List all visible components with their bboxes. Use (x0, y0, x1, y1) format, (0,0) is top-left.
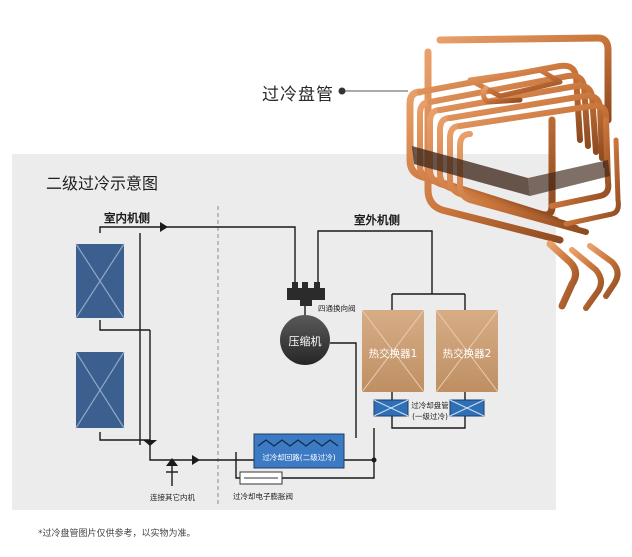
expansion-valve-label: 过冷却电子膨胀阀 (233, 492, 293, 501)
connect-indoor-symbol (166, 471, 178, 486)
subcooling-circuit-label: 过冷却回路(二级过冷) (262, 453, 336, 462)
subcooling-coil-1 (373, 399, 409, 417)
subcooling-coil-label-line2: (一级过冷) (412, 412, 448, 421)
indoor-unit-1 (75, 243, 125, 319)
coil-clamp-side (528, 160, 610, 196)
heat-exchanger-1-label: 热交换器1 (368, 348, 418, 360)
four-way-valve (287, 282, 325, 306)
footnote: *过冷盘管图片仅供参考，以实物为准。 (38, 529, 196, 539)
indoor-unit-2 (75, 351, 125, 429)
subcooling-circuit (253, 433, 345, 469)
callout-dot (338, 87, 346, 95)
heat-exchanger-1-cross (361, 309, 425, 393)
compressor-label: 压缩机 (288, 335, 322, 348)
compressor (280, 315, 330, 365)
heat-exchanger-2-cross (435, 309, 499, 393)
flow-arrows (143, 222, 200, 466)
connect-indoor-label: 连接其它内机 (150, 493, 195, 502)
diagram-title: 二级过冷示意图 (46, 174, 159, 193)
expansion-valve (239, 471, 283, 485)
outdoor-side-label: 室外机侧 (354, 213, 400, 227)
subcooling-coil-2 (449, 399, 485, 417)
pipe-junction (371, 457, 377, 463)
indoor-side-label: 室内机侧 (104, 211, 150, 225)
subcooling-coil-label: 过冷却盘管 (一级过冷) (410, 400, 450, 422)
subcooling-coil-label-line1: 过冷却盘管 (411, 401, 449, 410)
heat-exchanger-2-label: 热交换器2 (442, 348, 492, 360)
coil-clamp (412, 146, 530, 196)
coil-callout-label: 过冷盘管 (262, 85, 334, 105)
four-way-valve-label: 四通换向阀 (318, 304, 356, 313)
piping (99, 226, 466, 479)
copper-coil-image (406, 34, 621, 311)
